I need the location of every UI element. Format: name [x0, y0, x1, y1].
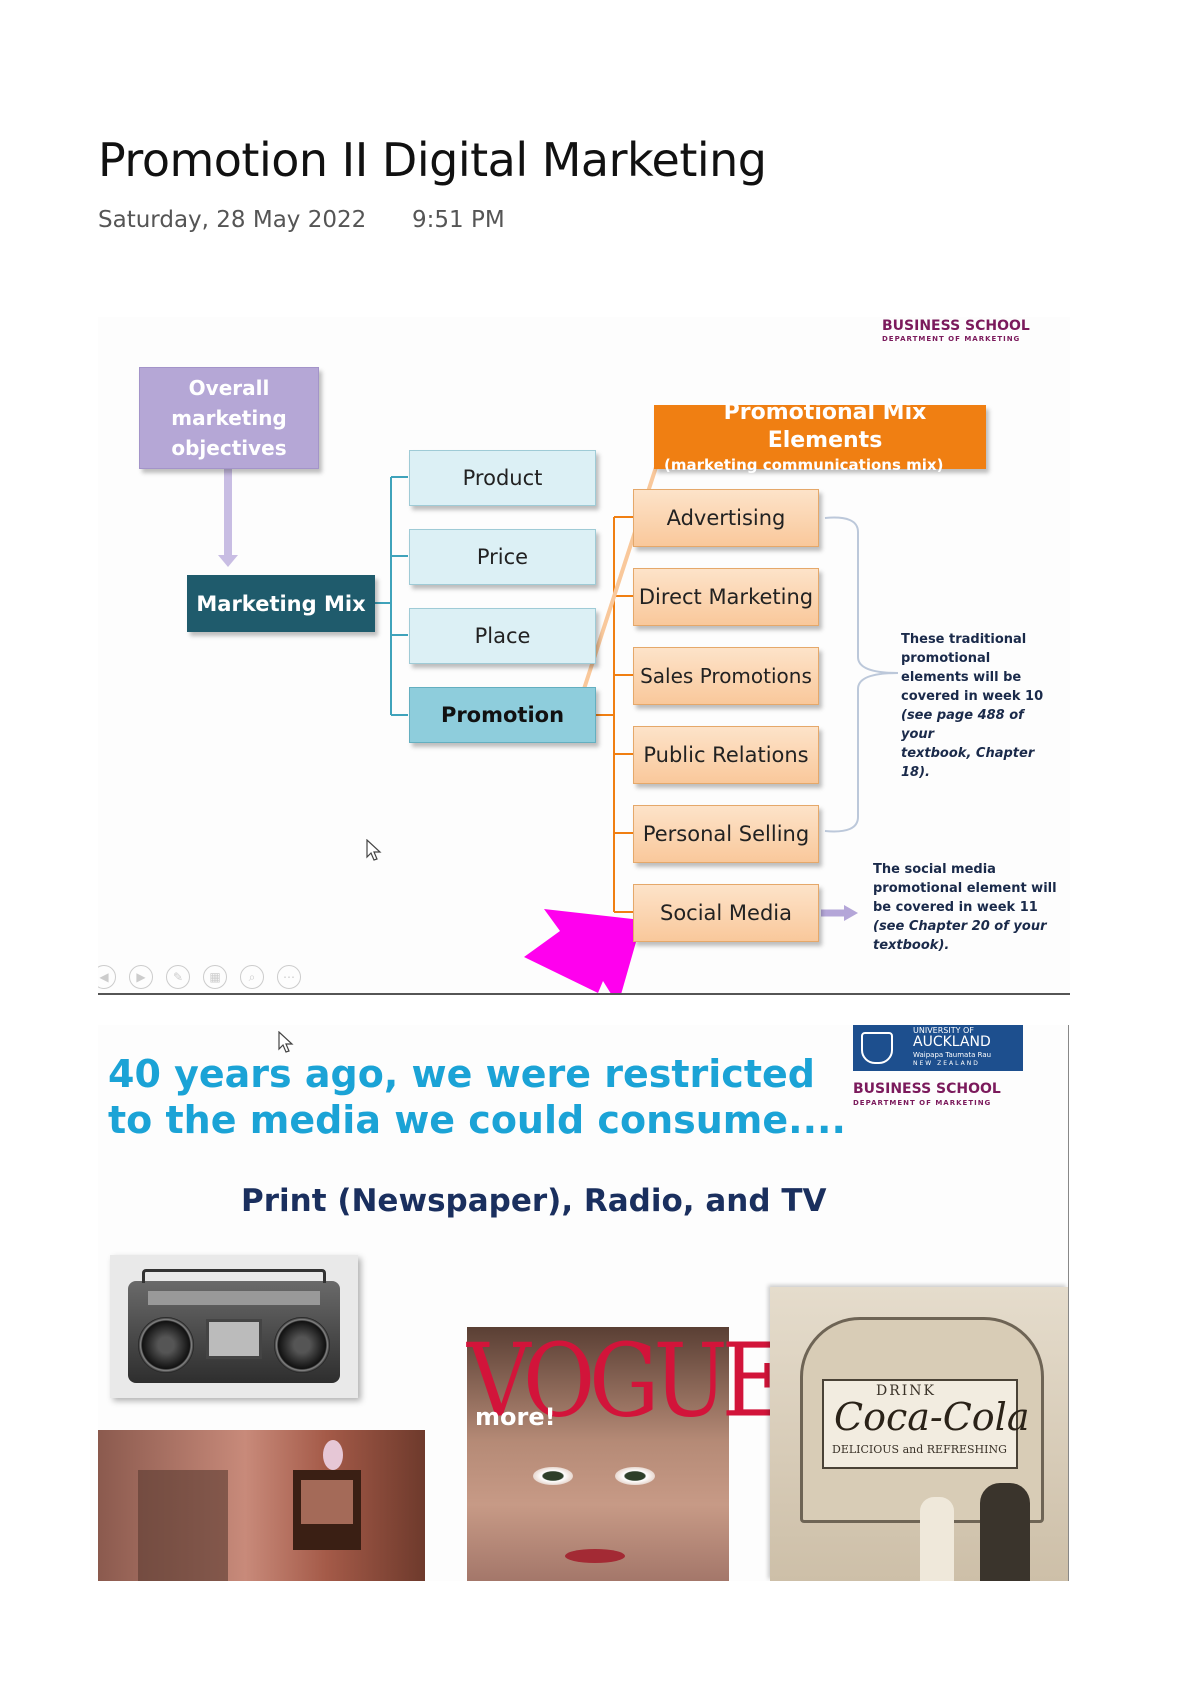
boombox-image — [110, 1255, 358, 1398]
pme-subtitle: (marketing communications mix) — [664, 456, 944, 474]
university-line: UNIVERSITY OF — [913, 1026, 974, 1035]
page-date: Saturday, 28 May 2022 — [98, 207, 367, 233]
element-sales-promotions: Sales Promotions — [633, 647, 819, 705]
note-social: The social media promotional element wil… — [873, 860, 1068, 955]
note-line: be covered in week 11 — [873, 900, 1038, 915]
university-line: AUCKLAND — [913, 1034, 991, 1050]
coke-drink-text: DRINK — [876, 1383, 937, 1399]
note-line: promotional — [901, 651, 991, 666]
tv-living-room-image — [98, 1430, 425, 1581]
product-box: Product — [409, 450, 596, 506]
note-line: elements will be — [901, 670, 1022, 685]
presentation-toolbar: ◀ ▶ ✎ ▦ ⌕ ⋯ — [98, 965, 301, 989]
vogue-cover-line: more! — [475, 1403, 556, 1431]
slides-icon[interactable]: ▦ — [203, 965, 227, 989]
mouse-cursor-icon — [278, 1031, 294, 1053]
previous-icon[interactable]: ◀ — [98, 965, 116, 989]
next-icon[interactable]: ▶ — [129, 965, 153, 989]
business-school-subtitle: DEPARTMENT OF MARKETING — [853, 1099, 992, 1107]
headline-line: 40 years ago, we were restricted — [108, 1052, 815, 1096]
slide-headline: 40 years ago, we were restricted to the … — [108, 1051, 846, 1143]
page-time: 9:51 PM — [412, 207, 505, 233]
element-personal-selling: Personal Selling — [633, 805, 819, 863]
element-social-media: Social Media — [633, 884, 819, 942]
coke-brand-script: Coca-Cola — [834, 1395, 1030, 1439]
business-school-subtitle: DEPARTMENT OF MARKETING — [882, 335, 1021, 343]
slide-marketing-mix: BUSINESS SCHOOL DEPARTMENT OF MARKETING — [98, 317, 1070, 995]
slide-traditional-media: UNIVERSITY OF AUCKLAND Waipapa Taumata R… — [98, 1025, 1069, 1581]
university-logo: UNIVERSITY OF AUCKLAND Waipapa Taumata R… — [853, 1025, 1023, 1071]
vogue-masthead: VOGUE — [467, 1321, 786, 1440]
slide-subheading: Print (Newspaper), Radio, and TV — [241, 1183, 827, 1219]
note-line: (see Chapter 20 of your — [873, 919, 1047, 934]
note-line: textbook). — [873, 938, 950, 953]
note-traditional: These traditional promotional elements w… — [901, 630, 1061, 782]
pme-title: Promotional Mix Elements — [723, 400, 927, 453]
headline-line: to the media we could consume.... — [108, 1098, 846, 1142]
place-box: Place — [409, 608, 596, 664]
price-box: Price — [409, 529, 596, 585]
note-line: textbook, Chapter 18). — [901, 746, 1035, 780]
university-line: NEW ZEALAND — [913, 1060, 980, 1067]
overall-objectives-box: Overall marketing objectives — [139, 367, 319, 469]
vogue-cover-image: VOGUE more! — [467, 1321, 786, 1581]
business-school-title: BUSINESS SCHOOL — [882, 318, 1030, 334]
note-line: (see page 488 of your — [901, 708, 1024, 742]
note-line: These traditional — [901, 632, 1027, 647]
note-line: promotional element will — [873, 881, 1057, 896]
coke-tagline: DELICIOUS and REFRESHING — [832, 1443, 1007, 1456]
business-school-title: BUSINESS SCHOOL — [853, 1081, 1001, 1097]
element-direct-marketing: Direct Marketing — [633, 568, 819, 626]
objectives-line: Overall — [188, 376, 270, 400]
element-public-relations: Public Relations — [633, 726, 819, 784]
note-line: covered in week 10 — [901, 689, 1044, 704]
pointer-arrow — [524, 909, 642, 993]
university-line: Waipapa Taumata Rau — [913, 1051, 992, 1059]
pen-icon[interactable]: ✎ — [166, 965, 190, 989]
promotion-box: Promotion — [409, 687, 596, 743]
mouse-cursor-icon — [366, 839, 382, 861]
more-options-icon[interactable]: ⋯ — [277, 965, 301, 989]
diagram-connectors — [218, 460, 899, 993]
crest-icon — [861, 1032, 893, 1064]
promotional-mix-elements-box: Promotional Mix Elements (marketing comm… — [654, 400, 986, 474]
traditional-brace — [824, 516, 899, 833]
page-title: Promotion II Digital Marketing — [98, 133, 767, 187]
element-advertising: Advertising — [633, 489, 819, 547]
note-line: The social media — [873, 862, 996, 877]
coca-cola-ad-image: DRINK Coca-Cola DELICIOUS and REFRESHING — [770, 1287, 1068, 1581]
objectives-line: objectives — [171, 436, 287, 460]
zoom-icon[interactable]: ⌕ — [240, 965, 264, 989]
objectives-line: marketing — [171, 406, 287, 430]
marketing-mix-box: Marketing Mix — [187, 575, 375, 632]
